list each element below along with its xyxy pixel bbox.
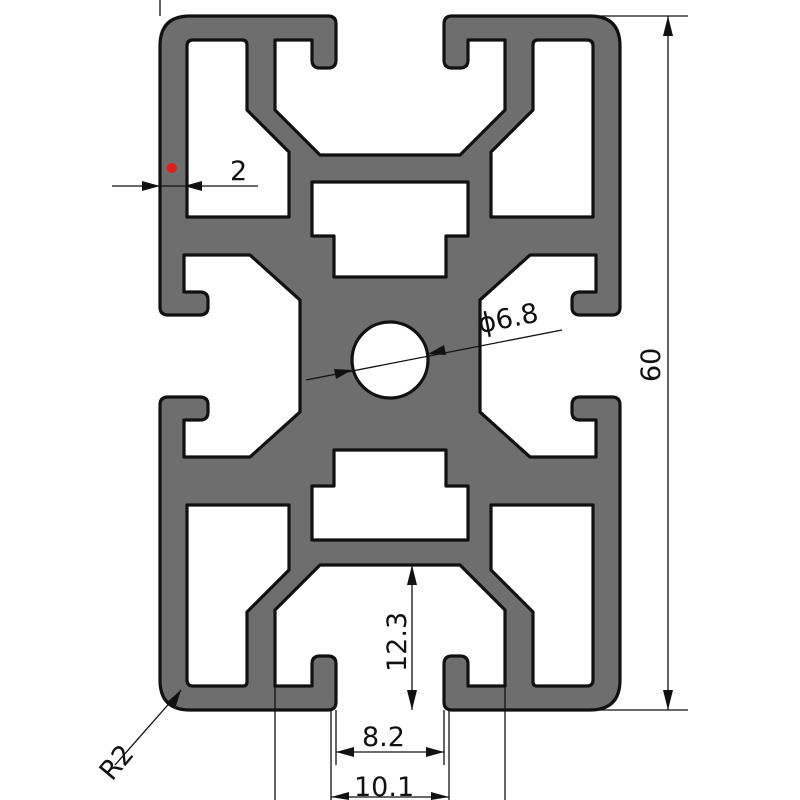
slot-depth-label: 12.3 [382, 612, 413, 672]
wall-thickness-label: 2 [230, 156, 247, 187]
corner-radius-dimension: R2 [94, 689, 182, 786]
slot-width-dimension: 10.1 [274, 686, 506, 800]
wall-thickness-dimension: 2 [112, 0, 258, 191]
corner-radius-label: R2 [94, 739, 141, 786]
height-label: 60 [636, 348, 667, 382]
marker-dot [167, 163, 177, 173]
profile-body [158, 14, 622, 712]
bore-diameter-label: ϕ6.8 [475, 298, 541, 340]
height-dimension: 60 [600, 15, 688, 711]
slot-width-label: 10.1 [354, 772, 414, 800]
slot-opening-label: 8.2 [362, 722, 405, 753]
slot-depth-dimension: 12.3 [382, 565, 417, 710]
profile-section [158, 14, 622, 712]
slot-opening-dimension: 8.2 [335, 710, 445, 765]
